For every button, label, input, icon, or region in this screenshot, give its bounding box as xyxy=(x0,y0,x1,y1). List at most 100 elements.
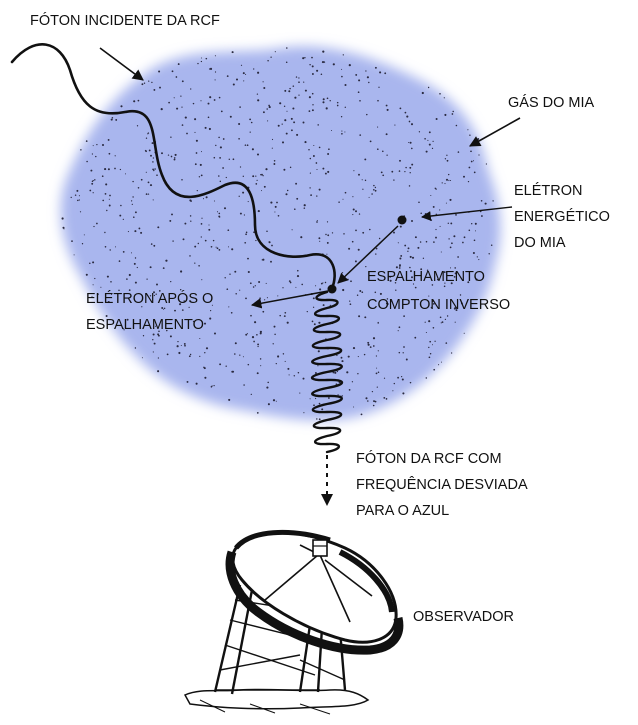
speckle-dot xyxy=(283,105,286,108)
speckle-dot xyxy=(297,269,299,272)
speckle-dot xyxy=(91,153,94,155)
speckle-dot xyxy=(432,327,435,329)
speckle-dot xyxy=(194,262,196,264)
speckle-dot xyxy=(432,205,435,208)
speckle-dot xyxy=(92,145,94,147)
speckle-dot xyxy=(371,193,373,195)
speckle-dot xyxy=(76,189,79,192)
speckle-dot xyxy=(242,356,244,358)
speckle-dot xyxy=(414,336,417,339)
speckle-dot xyxy=(134,281,137,284)
speckle-dot xyxy=(239,166,242,168)
speckle-dot xyxy=(257,71,260,74)
speckle-dot xyxy=(150,154,152,157)
speckle-dot xyxy=(145,137,148,139)
speckle-dot xyxy=(266,108,268,110)
speckle-dot xyxy=(277,355,280,358)
speckle-dot xyxy=(430,219,433,222)
speckle-dot xyxy=(283,168,286,171)
speckle-dot xyxy=(338,201,340,203)
speckle-dot xyxy=(386,108,389,111)
speckle-dot xyxy=(92,284,94,286)
speckle-dot xyxy=(78,199,80,201)
speckle-dot xyxy=(199,355,201,357)
speckle-dot xyxy=(74,194,77,196)
speckle-dot xyxy=(377,99,379,102)
speckle-dot xyxy=(213,156,216,159)
speckle-dot xyxy=(122,327,124,330)
speckle-dot xyxy=(284,360,286,362)
speckle-dot xyxy=(316,418,318,420)
speckle-dot xyxy=(421,91,424,95)
speckle-dot xyxy=(350,280,352,283)
speckle-dot xyxy=(214,79,216,81)
speckle-dot xyxy=(409,166,412,169)
speckle-dot xyxy=(186,132,188,135)
speckle-dot xyxy=(485,163,488,165)
speckle-dot xyxy=(369,228,371,231)
speckle-dot xyxy=(262,258,265,261)
speckle-dot xyxy=(181,309,184,311)
speckle-dot xyxy=(395,266,398,269)
speckle-dot xyxy=(449,267,452,269)
speckle-dot xyxy=(367,343,370,346)
speckle-dot xyxy=(234,342,237,345)
speckle-dot xyxy=(149,184,153,187)
speckle-dot xyxy=(470,150,472,153)
speckle-dot xyxy=(374,189,377,192)
speckle-dot xyxy=(424,137,426,140)
speckle-dot xyxy=(90,169,93,172)
speckle-dot xyxy=(151,142,154,145)
speckle-dot xyxy=(400,254,403,257)
blueshifted-photon-spiral xyxy=(310,290,344,454)
speckle-dot xyxy=(380,171,383,174)
speckle-dot xyxy=(210,245,213,248)
speckle-dot xyxy=(290,117,293,120)
speckle-dot xyxy=(445,178,449,181)
speckle-dot xyxy=(83,234,85,236)
speckle-dot xyxy=(444,318,447,321)
speckle-dot xyxy=(408,185,411,187)
speckle-dot xyxy=(435,117,438,121)
speckle-dot xyxy=(340,116,343,118)
incident-photon-label: FÓTON INCIDENTE DA RCF xyxy=(30,13,220,29)
speckle-dot xyxy=(364,158,367,161)
speckle-dot xyxy=(290,129,293,132)
speckle-dot xyxy=(263,86,266,90)
speckle-dot xyxy=(281,123,283,125)
speckle-dot xyxy=(463,175,465,178)
speckle-dot xyxy=(393,179,395,181)
speckle-dot xyxy=(209,67,213,70)
speckle-dot xyxy=(263,185,266,188)
speckle-dot xyxy=(467,129,469,131)
speckle-dot xyxy=(93,225,95,228)
speckle-dot xyxy=(364,316,367,319)
speckle-dot xyxy=(186,380,189,383)
speckle-dot xyxy=(250,314,252,317)
speckle-dot xyxy=(294,96,297,99)
speckle-dot xyxy=(382,150,384,153)
speckle-dot xyxy=(180,95,182,97)
speckle-dot xyxy=(445,342,448,344)
speckle-dot xyxy=(89,189,92,192)
speckle-dot xyxy=(358,79,361,82)
speckle-dot xyxy=(162,308,165,310)
speckle-dot xyxy=(439,316,442,319)
speckle-dot xyxy=(151,81,153,84)
speckle-dot xyxy=(180,344,182,347)
speckle-dot xyxy=(232,158,235,161)
speckle-dot xyxy=(356,294,359,296)
speckle-dot xyxy=(136,125,139,127)
speckle-dot xyxy=(318,402,321,405)
speckle-dot xyxy=(348,389,351,391)
speckle-dot xyxy=(319,288,322,291)
speckle-dot xyxy=(314,372,317,374)
speckle-dot xyxy=(309,157,312,160)
speckle-dot xyxy=(136,266,138,269)
speckle-dot xyxy=(104,245,107,248)
speckle-dot xyxy=(428,131,431,134)
speckle-dot xyxy=(156,283,158,286)
speckle-dot xyxy=(444,158,447,160)
speckle-dot xyxy=(222,167,224,169)
speckle-dot xyxy=(379,71,382,74)
